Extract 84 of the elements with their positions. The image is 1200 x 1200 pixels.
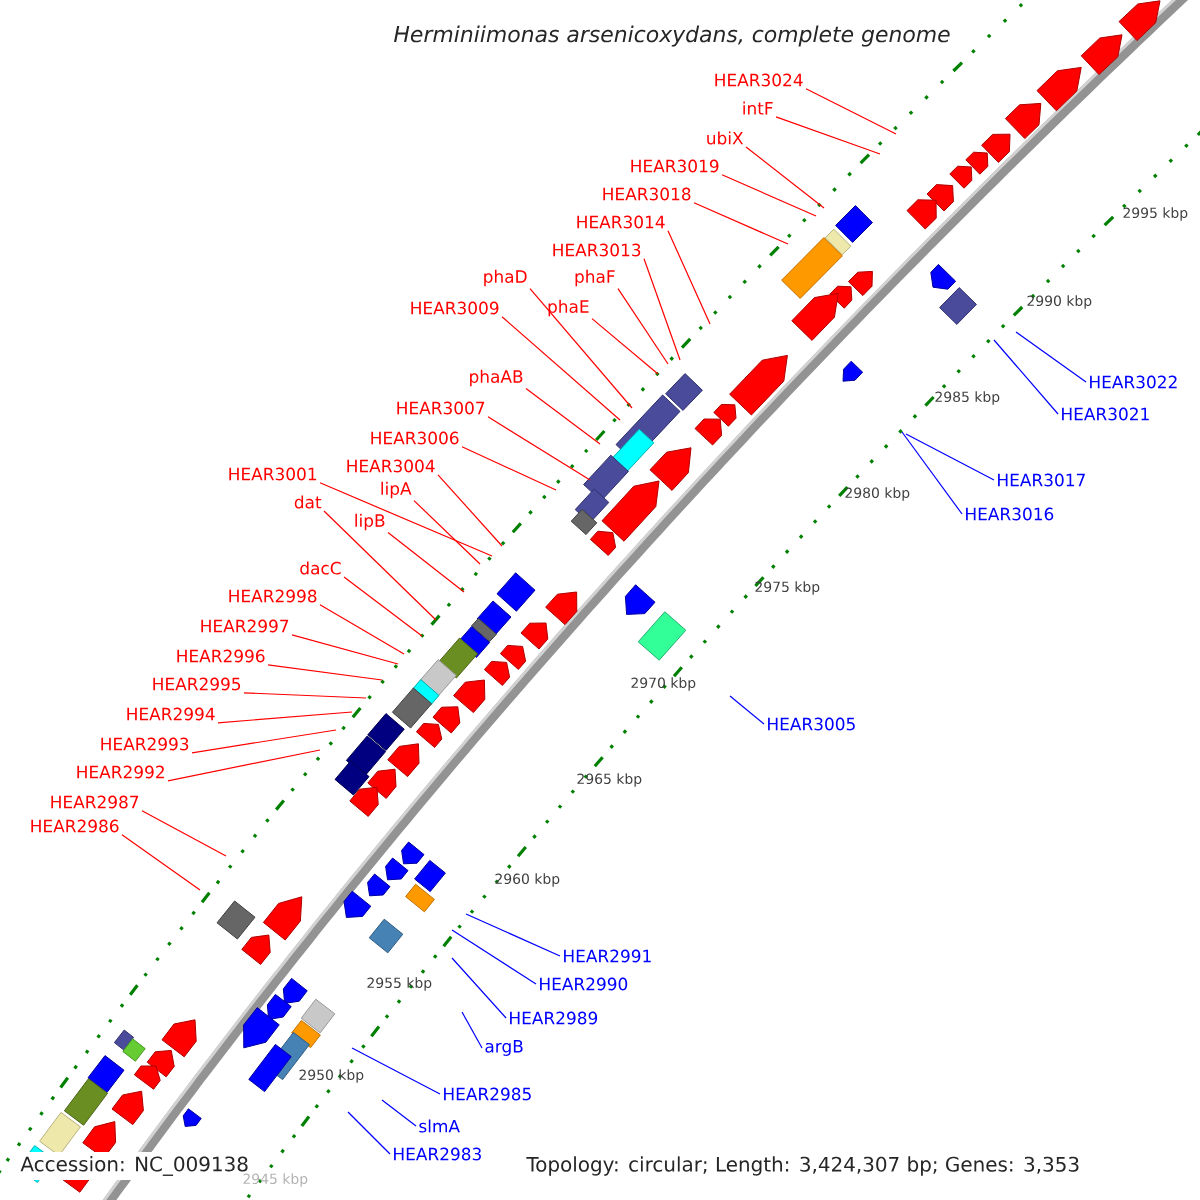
gene-label: HEAR3004 [347, 459, 435, 473]
gene-label: phaE [548, 299, 589, 317]
leader-line [993, 339, 1059, 415]
leader-line [1015, 331, 1087, 383]
leader-line [319, 604, 405, 655]
gene-label: HEAR2992 [77, 765, 164, 779]
gene-label: HEAR3021 [1062, 407, 1149, 421]
leader-line [465, 913, 561, 957]
leader-line [451, 929, 537, 985]
gene-label: HEAR3007 [397, 401, 485, 415]
leader-line [805, 88, 897, 135]
gene-label: HEAR3013 [553, 243, 641, 257]
leader-line [461, 446, 557, 491]
gene-label: HEAR2986 [31, 819, 119, 833]
leader-line [387, 532, 465, 593]
leader-line [167, 749, 321, 782]
leader-line [381, 1099, 417, 1127]
leader-line [591, 318, 659, 375]
gene-label: HEAR3024 [715, 73, 803, 87]
gene-label: HEAR2990 [540, 977, 628, 991]
gene-label: HEAR2994 [127, 707, 215, 721]
leader-line [905, 433, 995, 481]
genome-stats-text: Topology: circular; Length: 3,424,307 bp; Genes: 3,353 [526, 1156, 1079, 1176]
gene-label: HEAR2983 [394, 1147, 481, 1161]
gene-label: phaAB [470, 369, 523, 387]
leader-line [141, 810, 227, 857]
leader-line [217, 711, 353, 724]
gene-label: HEAR2989 [510, 1011, 598, 1025]
gene-label: HEAR2987 [51, 795, 139, 809]
leader-line [729, 695, 765, 725]
leader-line [525, 388, 601, 445]
leader-line [775, 116, 881, 155]
gene-label: ubiX [707, 131, 744, 145]
leader-line [323, 510, 437, 621]
gene-label: HEAR3022 [1090, 375, 1177, 389]
gene-label: dacC [300, 561, 341, 575]
leader-line [243, 692, 367, 699]
gene-label: lipB [355, 513, 385, 531]
gene-label: HEAR2991 [564, 949, 651, 963]
gene-label: dat [294, 495, 322, 509]
leader-line [487, 416, 591, 481]
gene-label: HEAR3006 [371, 431, 459, 445]
leader-line [121, 834, 201, 891]
title: Herminiimonas arsenicoxydans, complete genome [394, 25, 950, 47]
gene-label: HEAR3009 [411, 301, 499, 315]
gene-label: HEAR3018 [603, 187, 691, 201]
leader-line [501, 316, 621, 421]
gene-label: HEAR2995 [153, 677, 241, 691]
leader-line [343, 576, 423, 637]
leader-line [319, 482, 493, 557]
gene-label: HEAR3014 [577, 215, 665, 229]
gene-label: argB [485, 1040, 523, 1056]
leader-line [291, 634, 399, 665]
gene-label: phaF [575, 269, 615, 287]
gene-label: phaD [484, 269, 527, 287]
gene-label: lipA [381, 481, 412, 499]
leader-line [347, 1111, 391, 1155]
leader-line [643, 258, 681, 361]
gene-label: HEAR2993 [101, 737, 189, 751]
leader-line [437, 474, 503, 547]
leader-line [617, 288, 669, 365]
gene-label: HEAR3005 [768, 717, 855, 731]
leader-line [267, 664, 383, 681]
leader-line [667, 230, 711, 325]
gene-label: HEAR2996 [177, 649, 265, 663]
gene-label: HEAR3017 [998, 473, 1085, 487]
leader-line [351, 1047, 441, 1095]
leader-line [529, 288, 633, 409]
leader-line [693, 202, 789, 245]
leader-line [413, 500, 481, 565]
gene-label: HEAR3001 [229, 467, 317, 481]
gene-label: HEAR2985 [444, 1087, 531, 1101]
gene-label: HEAR2997 [201, 619, 289, 633]
gene-label: slmA [419, 1119, 460, 1133]
leader-line [461, 1011, 483, 1049]
gene-label: intF [743, 101, 773, 115]
leader-line [745, 146, 825, 209]
gene-label: HEAR3016 [966, 507, 1054, 521]
leader-line [191, 729, 337, 754]
leader-line [901, 431, 963, 515]
gene-label: HEAR2998 [229, 589, 317, 603]
leader-line [451, 957, 507, 1019]
leader-line [721, 174, 817, 217]
gene-label: HEAR3019 [631, 159, 719, 173]
